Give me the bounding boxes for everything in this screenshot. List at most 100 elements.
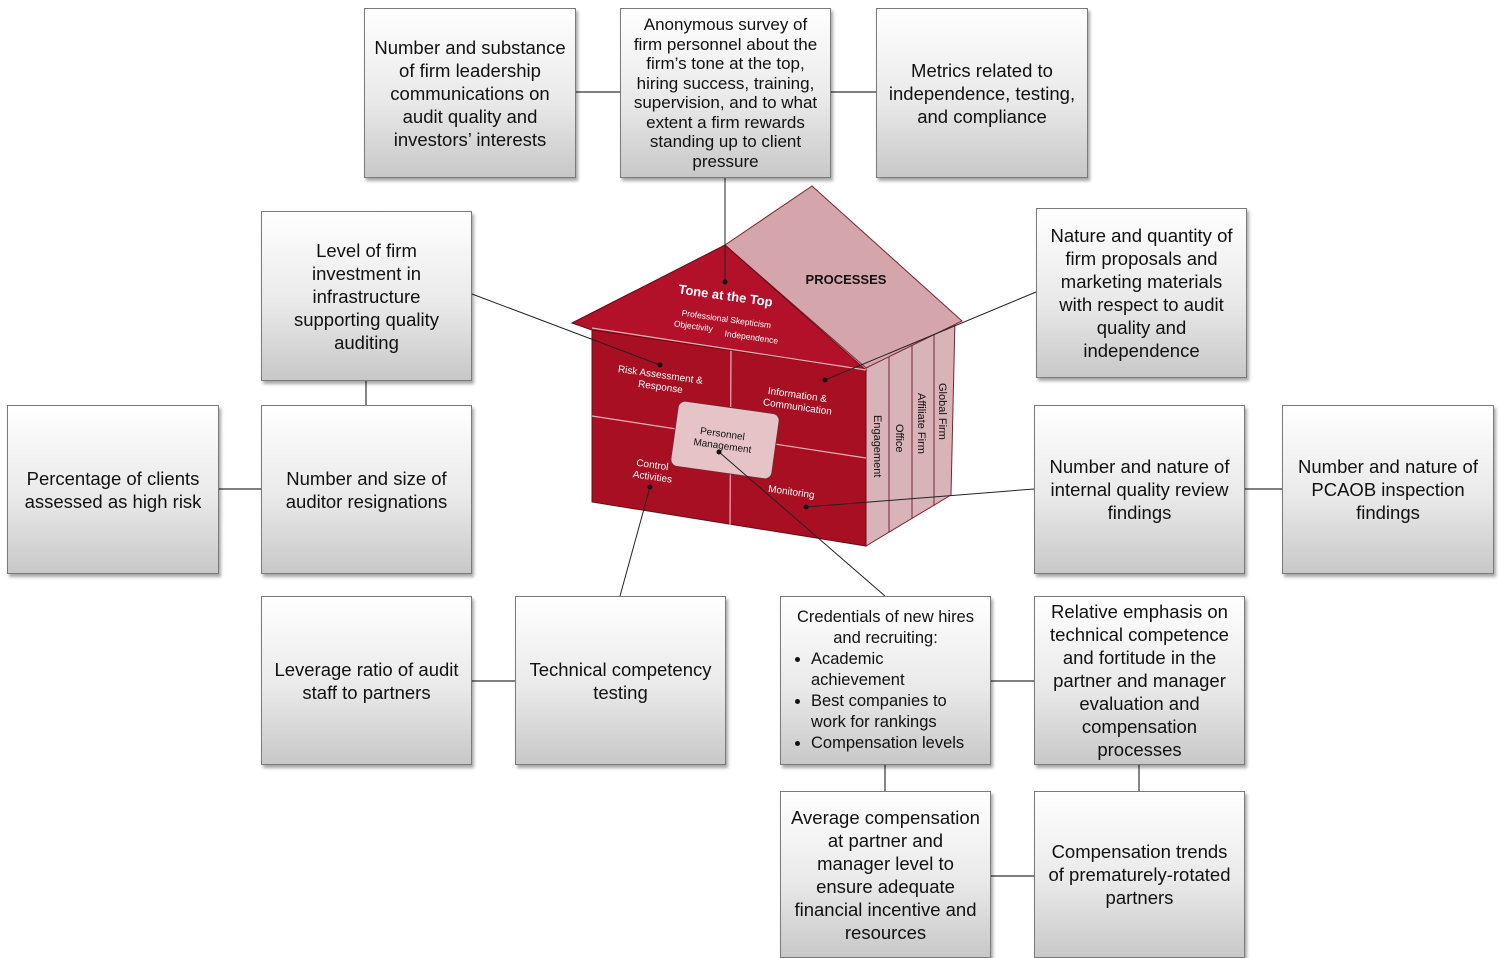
box-text-line: supervision, and to what xyxy=(633,93,818,112)
box-text-line: of prematurely-rotated xyxy=(1048,864,1231,885)
side-office: Office xyxy=(893,424,905,453)
box-text-line: compensation xyxy=(1081,716,1198,737)
side-engagement: Engagement xyxy=(871,415,883,477)
box-text-line: findings xyxy=(1356,502,1420,523)
box-text-line: Number and nature of xyxy=(1298,456,1478,477)
box-text-line: processes xyxy=(1097,739,1182,760)
box-text-line: independence, testing, xyxy=(888,82,1076,104)
box-text-line: of firm leadership xyxy=(399,59,541,81)
box-text-line: Level of firm xyxy=(316,239,417,261)
connector-proposals-info xyxy=(824,291,1037,381)
box-text-line: firm personnel about the xyxy=(633,34,818,54)
box-text-line: marketing materials xyxy=(1060,271,1223,292)
personnel-management-cell xyxy=(670,400,780,480)
box-text-line: and compliance xyxy=(917,105,1047,127)
connector-testing-control xyxy=(619,486,651,597)
box-text-line: investment in xyxy=(311,262,421,284)
box-text-line: partners xyxy=(1105,887,1174,908)
box-text-line: investors’ interests xyxy=(393,128,547,150)
roof-right-title: PROCESSES xyxy=(806,272,887,287)
box-text-line: Compensation trends xyxy=(1051,841,1228,862)
box-text-line: internal quality review xyxy=(1050,479,1229,500)
connector-credentials-personnel xyxy=(718,451,886,597)
box-text-line: hiring success, training, xyxy=(636,73,815,93)
side-affiliate: Affiliate Firm xyxy=(915,393,927,454)
cell-control-line1: Control xyxy=(636,458,669,473)
box-text-line: Relative emphasis on xyxy=(1051,601,1228,622)
box-text-line: Number and substance xyxy=(374,36,566,58)
box-text-line: evaluation and xyxy=(1079,693,1200,714)
box-text-line: partner and manager xyxy=(1053,670,1226,691)
box-text-line: Anonymous survey of xyxy=(643,15,808,34)
box-text-line: Number and nature of xyxy=(1049,456,1230,477)
box-text-line: with respect to audit xyxy=(1059,294,1224,315)
box-text-line: findings xyxy=(1107,502,1172,523)
box-text-line: firm proposals and xyxy=(1065,248,1218,269)
box-text-line: technical competence xyxy=(1050,624,1229,645)
box-text-line: Technical competency xyxy=(529,658,712,680)
box-text-line: infrastructure xyxy=(312,285,421,307)
box-text-line: at partner and xyxy=(827,829,944,851)
box-text-line: firm’s tone at the top, xyxy=(646,54,805,73)
box-text-line: Average compensation xyxy=(791,806,980,828)
box-text-line: and fortitude in the xyxy=(1062,647,1217,668)
credentials-item: Compensation levels xyxy=(811,733,982,754)
box-text-line: resources xyxy=(844,921,927,943)
box-text-line: PCAOB inspection xyxy=(1311,479,1465,500)
box-text-line: communications on xyxy=(390,82,550,104)
box-text-line: Percentage of clients xyxy=(26,467,200,489)
box-text-line: standing up to client xyxy=(649,132,802,151)
box-text-line: auditing xyxy=(334,331,399,353)
box-text-line: assessed as high risk xyxy=(24,490,202,512)
box-text-line: audit quality and xyxy=(402,105,538,127)
box-text-line: testing xyxy=(593,681,648,703)
box-text-line: auditor resignations xyxy=(285,490,448,512)
box-text-line: extent a firm rewards xyxy=(646,112,805,132)
cell-control-line2: Activities xyxy=(632,469,673,485)
box-text-line: financial incentive and xyxy=(794,898,977,920)
box-text-line: ensure adequate xyxy=(816,875,955,897)
connector-investment-risk xyxy=(471,293,661,366)
box-credentials-new-hires: Credentials of new hires and recruiting:… xyxy=(780,596,991,765)
connector-internal-monitoring xyxy=(805,488,1035,508)
box-text-line: Leverage ratio of audit xyxy=(274,658,459,680)
box-text-line: independence xyxy=(1083,340,1200,361)
roof-right xyxy=(724,185,963,369)
box-text-line: Number and size of xyxy=(286,467,447,489)
box-text-line: Nature and quantity of xyxy=(1050,225,1233,246)
credentials-heading-2: and recruiting: xyxy=(833,629,938,647)
box-text-line: supporting quality xyxy=(293,308,439,330)
box-text-line: manager level to xyxy=(817,852,954,874)
side-global: Global Firm xyxy=(936,383,948,440)
